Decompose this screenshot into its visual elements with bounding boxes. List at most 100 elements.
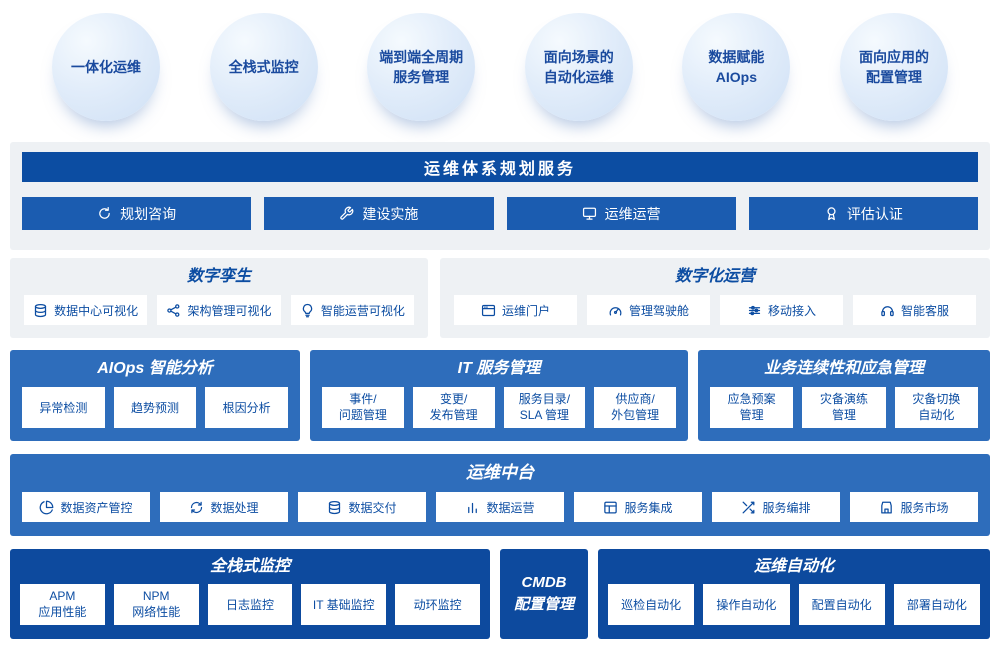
item-dr-switch-automation: 灾备切换 自动化 <box>894 387 978 429</box>
cycle-icon <box>189 500 204 515</box>
item-label: 操作自动化 <box>716 598 777 613</box>
bubble-full-stack-monitoring: 全栈式监控 <box>209 13 318 121</box>
section-ops-middle-platform: 运维中台 数据资产管控 数据处理 数据交付 数据运营 服务集成 <box>10 454 990 536</box>
bubble-scenario-automation: 面向场景的 自动化运维 <box>524 13 633 121</box>
database-icon <box>33 303 48 318</box>
item-architecture-visualization: 架构管理可视化 <box>157 295 281 326</box>
item-label: 数据中心可视化 <box>54 303 139 318</box>
item-facility-monitoring: 动环监控 <box>395 584 480 626</box>
bubble-label: 服务管理 <box>393 69 450 85</box>
bubble-integrated-ops: 一体化运维 <box>52 13 160 121</box>
item-label: 外包管理 <box>611 407 660 422</box>
section-title: 全栈式监控 <box>209 558 290 575</box>
section-it-service-mgmt: IT 服务管理 事件/ 问题管理 变更/ 发布管理 服务目录/ <box>310 350 688 441</box>
item-datacenter-visualization: 数据中心可视化 <box>24 295 148 326</box>
item-management-cockpit: 管理驾驶舱 <box>587 295 710 326</box>
item-label: 部署自动化 <box>906 598 967 613</box>
bubble-label: AIOps <box>715 69 757 85</box>
bar-chart-icon <box>465 500 480 515</box>
item-trend-prediction: 趋势预测 <box>113 387 197 429</box>
item-ops-portal: 运维门户 <box>454 295 577 326</box>
item-label: 应急预案 <box>727 392 776 407</box>
item-label: 变更/ <box>439 392 468 407</box>
item-label: 应用性能 <box>38 604 87 619</box>
sliders-icon <box>747 303 762 318</box>
item-label: 数据处理 <box>210 500 259 515</box>
item-data-processing: 数据处理 <box>160 492 288 523</box>
item-mobile-access: 移动接入 <box>720 295 843 326</box>
item-label: 日志监控 <box>225 598 274 613</box>
item-evaluation-certification: 评估认证 <box>748 197 978 230</box>
section-title: AIOps 智能分析 <box>97 360 213 377</box>
item-npm: NPM 网络性能 <box>113 584 199 626</box>
section-title: 数字化运营 <box>674 268 755 285</box>
section-title: 业务连续性和应急管理 <box>763 360 924 377</box>
item-label: 发布管理 <box>429 407 478 422</box>
item-label: 运维门户 <box>501 303 550 318</box>
bubble-label: 自动化运维 <box>543 69 614 85</box>
refresh-icon <box>97 206 112 221</box>
pie-chart-icon <box>39 500 54 515</box>
item-label: 智能运营可视化 <box>320 303 405 318</box>
item-label: 评估认证 <box>846 205 903 222</box>
section-business-continuity: 业务连续性和应急管理 应急预案 管理 灾备演练 管理 灾备切换 <box>698 350 990 441</box>
headset-icon <box>880 303 895 318</box>
item-label: 趋势预测 <box>131 401 180 416</box>
item-data-operation: 数据运营 <box>436 492 564 523</box>
item-dr-drill-mgmt: 灾备演练 管理 <box>802 387 886 429</box>
section-digital-twin: 数字孪生 数据中心可视化 架构管理可视化 智能运营可视化 <box>10 258 428 338</box>
section-title: 运维中台 <box>466 463 534 482</box>
item-label: 运维运营 <box>604 205 661 222</box>
item-operation-automation: 操作自动化 <box>703 584 790 626</box>
item-label: 管理驾驶舱 <box>628 303 689 318</box>
section-row-analysis: AIOps 智能分析 异常检测 趋势预测 根因分析 IT 服务管理 事件/ <box>10 350 990 441</box>
item-change-release-mgmt: 变更/ 发布管理 <box>412 387 495 429</box>
bubble-label: 全栈式监控 <box>228 58 299 75</box>
item-label: 动环监控 <box>413 598 462 613</box>
item-apm: APM 应用性能 <box>20 584 105 626</box>
item-label: IT 基础监控 <box>312 598 375 613</box>
item-label: 数据运营 <box>486 500 535 515</box>
section-aiops-analysis: AIOps 智能分析 异常检测 趋势预测 根因分析 <box>10 350 300 441</box>
item-operation-maintenance: 运维运营 <box>506 197 736 230</box>
item-incident-problem-mgmt: 事件/ 问题管理 <box>322 387 404 429</box>
item-it-infra-monitoring: IT 基础监控 <box>301 584 387 626</box>
gauge-icon <box>608 303 623 318</box>
item-construction-implementation: 建设实施 <box>264 197 494 230</box>
item-log-monitoring: 日志监控 <box>207 584 293 626</box>
topology-icon <box>166 303 181 318</box>
bubble-data-aiops: 数据赋能 AIOps <box>682 13 791 121</box>
item-label: 服务目录/ <box>518 392 571 407</box>
item-label: 灾备切换 <box>912 392 961 407</box>
item-config-automation: 配置自动化 <box>798 584 885 626</box>
item-anomaly-detection: 异常检测 <box>22 387 105 429</box>
item-vendor-outsourcing-mgmt: 供应商/ 外包管理 <box>594 387 676 429</box>
item-label: 服务集成 <box>624 500 673 515</box>
bulb-icon <box>300 303 315 318</box>
cmdb-label: 配置管理 <box>513 596 574 613</box>
bubble-label: 配置管理 <box>865 69 922 85</box>
item-label: 自动化 <box>918 407 955 422</box>
item-label: 管理 <box>739 407 764 422</box>
item-label: NPM <box>142 589 170 604</box>
bubble-label: 面向场景的 <box>543 48 614 65</box>
section-digital-operation: 数字化运营 运维门户 管理驾驶舱 移动接入 智能客服 <box>440 258 990 338</box>
section-ops-automation: 运维自动化 巡检自动化 操作自动化 配置自动化 部署自动化 <box>598 549 990 639</box>
monitor-icon <box>582 206 597 221</box>
item-label: APM <box>49 589 76 604</box>
item-label: 配置自动化 <box>811 598 872 613</box>
bubble-app-config-mgmt: 面向应用的 配置管理 <box>839 13 948 121</box>
item-label: 服务市场 <box>900 500 949 515</box>
bubble-label: 面向应用的 <box>858 48 929 65</box>
item-label: 灾备演练 <box>819 392 868 407</box>
item-service-orchestration: 服务编排 <box>712 492 840 523</box>
item-label: 供应商/ <box>615 392 655 407</box>
item-label: 事件/ <box>349 392 377 407</box>
item-label: 网络性能 <box>132 604 181 619</box>
portal-window-icon <box>481 303 496 318</box>
item-emergency-plan-mgmt: 应急预案 管理 <box>710 387 794 429</box>
bubble-label: 一体化运维 <box>71 58 141 75</box>
item-label: 根因分析 <box>222 401 271 416</box>
item-label: 数据资产管控 <box>60 500 133 515</box>
